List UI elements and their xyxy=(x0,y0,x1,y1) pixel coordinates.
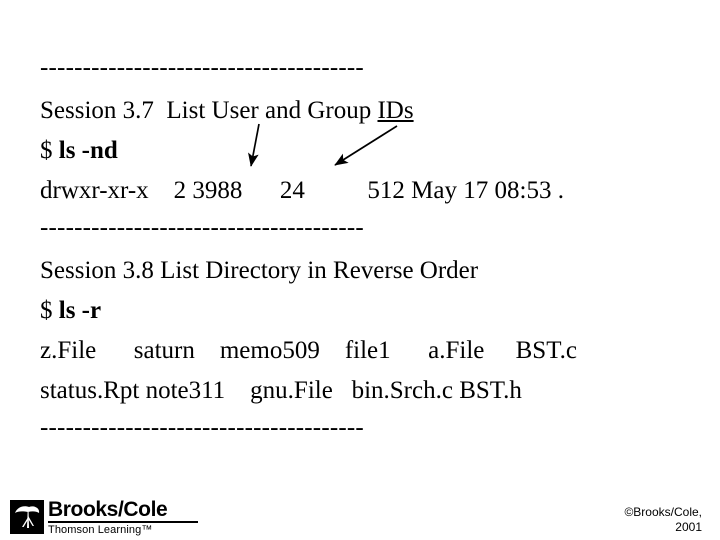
group-id-arrow xyxy=(334,125,398,166)
copyright-line-2: 2001 xyxy=(675,520,702,534)
session-3-8-output-row-2: status.Rpt note311 gnu.File bin.Srch.c B… xyxy=(40,377,522,404)
session-3-7-title-text: Session 3.7 List User and Group xyxy=(40,97,378,124)
session-3-7-title: Session 3.7 List User and Group IDs xyxy=(40,96,414,126)
session-3-7-output: drwxr-xr-x 2 3988 24 512 May 17 08:53 . xyxy=(40,177,564,204)
user-id-arrow xyxy=(248,123,260,167)
tree-icon xyxy=(10,500,44,534)
session-3-8-title: Session 3.8 List Directory in Reverse Or… xyxy=(40,257,479,284)
session-3-7-command-line: $ ls -nd xyxy=(40,136,118,166)
session-3-7-title-underlined: IDs xyxy=(377,97,414,124)
copyright-notice: ©Brooks/Cole, 2001 xyxy=(624,505,702,535)
prompt-symbol: $ xyxy=(40,137,59,164)
logo-wordmark: Brooks/Cole Thomson Learning™ xyxy=(48,499,198,537)
command-ls-nd: ls -nd xyxy=(58,137,118,164)
logo-subtitle: Thomson Learning™ xyxy=(48,524,153,536)
copyright-line-1: ©Brooks/Cole, xyxy=(624,505,702,519)
separator-middle: -------------------------------------- xyxy=(40,214,364,241)
logo-name: Brooks/Cole xyxy=(48,499,198,523)
command-ls-r: ls -r xyxy=(58,297,102,324)
session-3-8-command-line: $ ls -r xyxy=(40,296,101,326)
session-3-8-output-row-1: z.File saturn memo509 file1 a.File BST.c xyxy=(40,337,577,364)
prompt-symbol-2: $ xyxy=(40,297,59,324)
brooks-cole-logo: Brooks/Cole Thomson Learning™ xyxy=(10,499,200,537)
separator-top: -------------------------------------- xyxy=(40,54,364,81)
separator-bottom: -------------------------------------- xyxy=(40,414,364,441)
